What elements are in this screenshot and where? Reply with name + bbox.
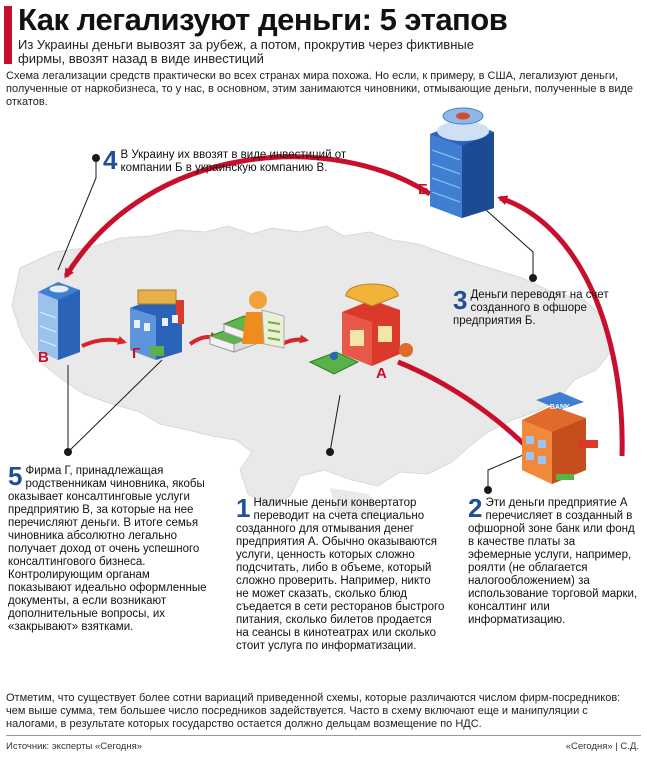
outro-text: Отметим, что существует более сотни вари…: [6, 692, 621, 730]
step-5: 5 Фирма Г, принадлежащая родственникам ч…: [8, 461, 213, 634]
building-g-firm-icon: [130, 289, 184, 360]
step-1: 1 Наличные деньги конвертатор переводит …: [236, 493, 446, 653]
pointer-dot-step3: [529, 274, 537, 282]
page-title: Как легализуют деньги: 5 этапов: [18, 2, 508, 37]
flow-arrow-b-to-v: [63, 154, 432, 279]
step-text: Наличные деньги конвертатор переводит на…: [236, 497, 445, 652]
step-number: 5: [8, 461, 23, 491]
pointer-dot-step5: [64, 448, 72, 456]
step-4: 4 В Украину их ввозят в виде инвестиций …: [103, 145, 383, 175]
node-label-a: А: [376, 365, 387, 382]
pointer-dot-step4: [92, 154, 100, 162]
chain-arrow-v-to-g: [81, 335, 127, 348]
pointer-step3: [485, 209, 534, 278]
pointer-step2: [487, 451, 531, 490]
step-number: 2: [468, 493, 483, 523]
source-note: Источник: эксперты «Сегодня»: [6, 741, 142, 752]
laundering-diagram: Б В Г: [11, 107, 625, 520]
flow-arrow-offshore-to-b: [497, 195, 625, 457]
step-number: 1: [236, 493, 251, 523]
page-subtitle: Из Украины деньги вывозят за рубеж, а по…: [18, 37, 474, 66]
crimea: [330, 488, 382, 520]
step-3: 3 Деньги переводят на счет созданного в …: [453, 285, 613, 328]
bank-sign-text: BANK: [550, 404, 570, 411]
company-a-restaurant-icon: [308, 283, 413, 375]
pointer-dots: [64, 154, 537, 494]
step-text: Деньги переводят на счет созданного в оф…: [453, 289, 609, 327]
footer-divider: [6, 735, 641, 736]
offshore-bank-icon: [522, 392, 598, 484]
step-text: Фирма Г, принадлежащая родственникам чин…: [8, 465, 207, 633]
pointer-step5-g: [67, 359, 163, 453]
building-b-skyscraper-icon: [430, 107, 494, 218]
node-label-v: В: [38, 349, 49, 366]
step-2: 2 Эти деньги предприятие А перечисляет в…: [468, 493, 640, 627]
pointer-dot-step1: [326, 448, 334, 456]
node-label-g: Г: [132, 345, 141, 362]
intro-text: Схема легализации средств практически во…: [6, 70, 634, 108]
step-number: 3: [453, 285, 468, 315]
credit-note: «Сегодня» | С.Д.: [565, 741, 639, 752]
step-text: Эти деньги предприятие А перечисляет в с…: [468, 497, 638, 626]
converter-person-icon: [242, 291, 285, 349]
node-label-b: Б: [418, 181, 429, 198]
step-text: В Украину их ввозят в виде инвестиций от…: [120, 149, 347, 174]
pointer-dot-step2: [484, 486, 492, 494]
pointer-lines: [57, 158, 534, 490]
step-number: 4: [103, 145, 118, 175]
building-v-tower-icon: [38, 282, 80, 360]
title-accent-bar: [4, 6, 12, 64]
pointer-step4: [57, 158, 97, 271]
pointer-step1: [329, 394, 341, 453]
